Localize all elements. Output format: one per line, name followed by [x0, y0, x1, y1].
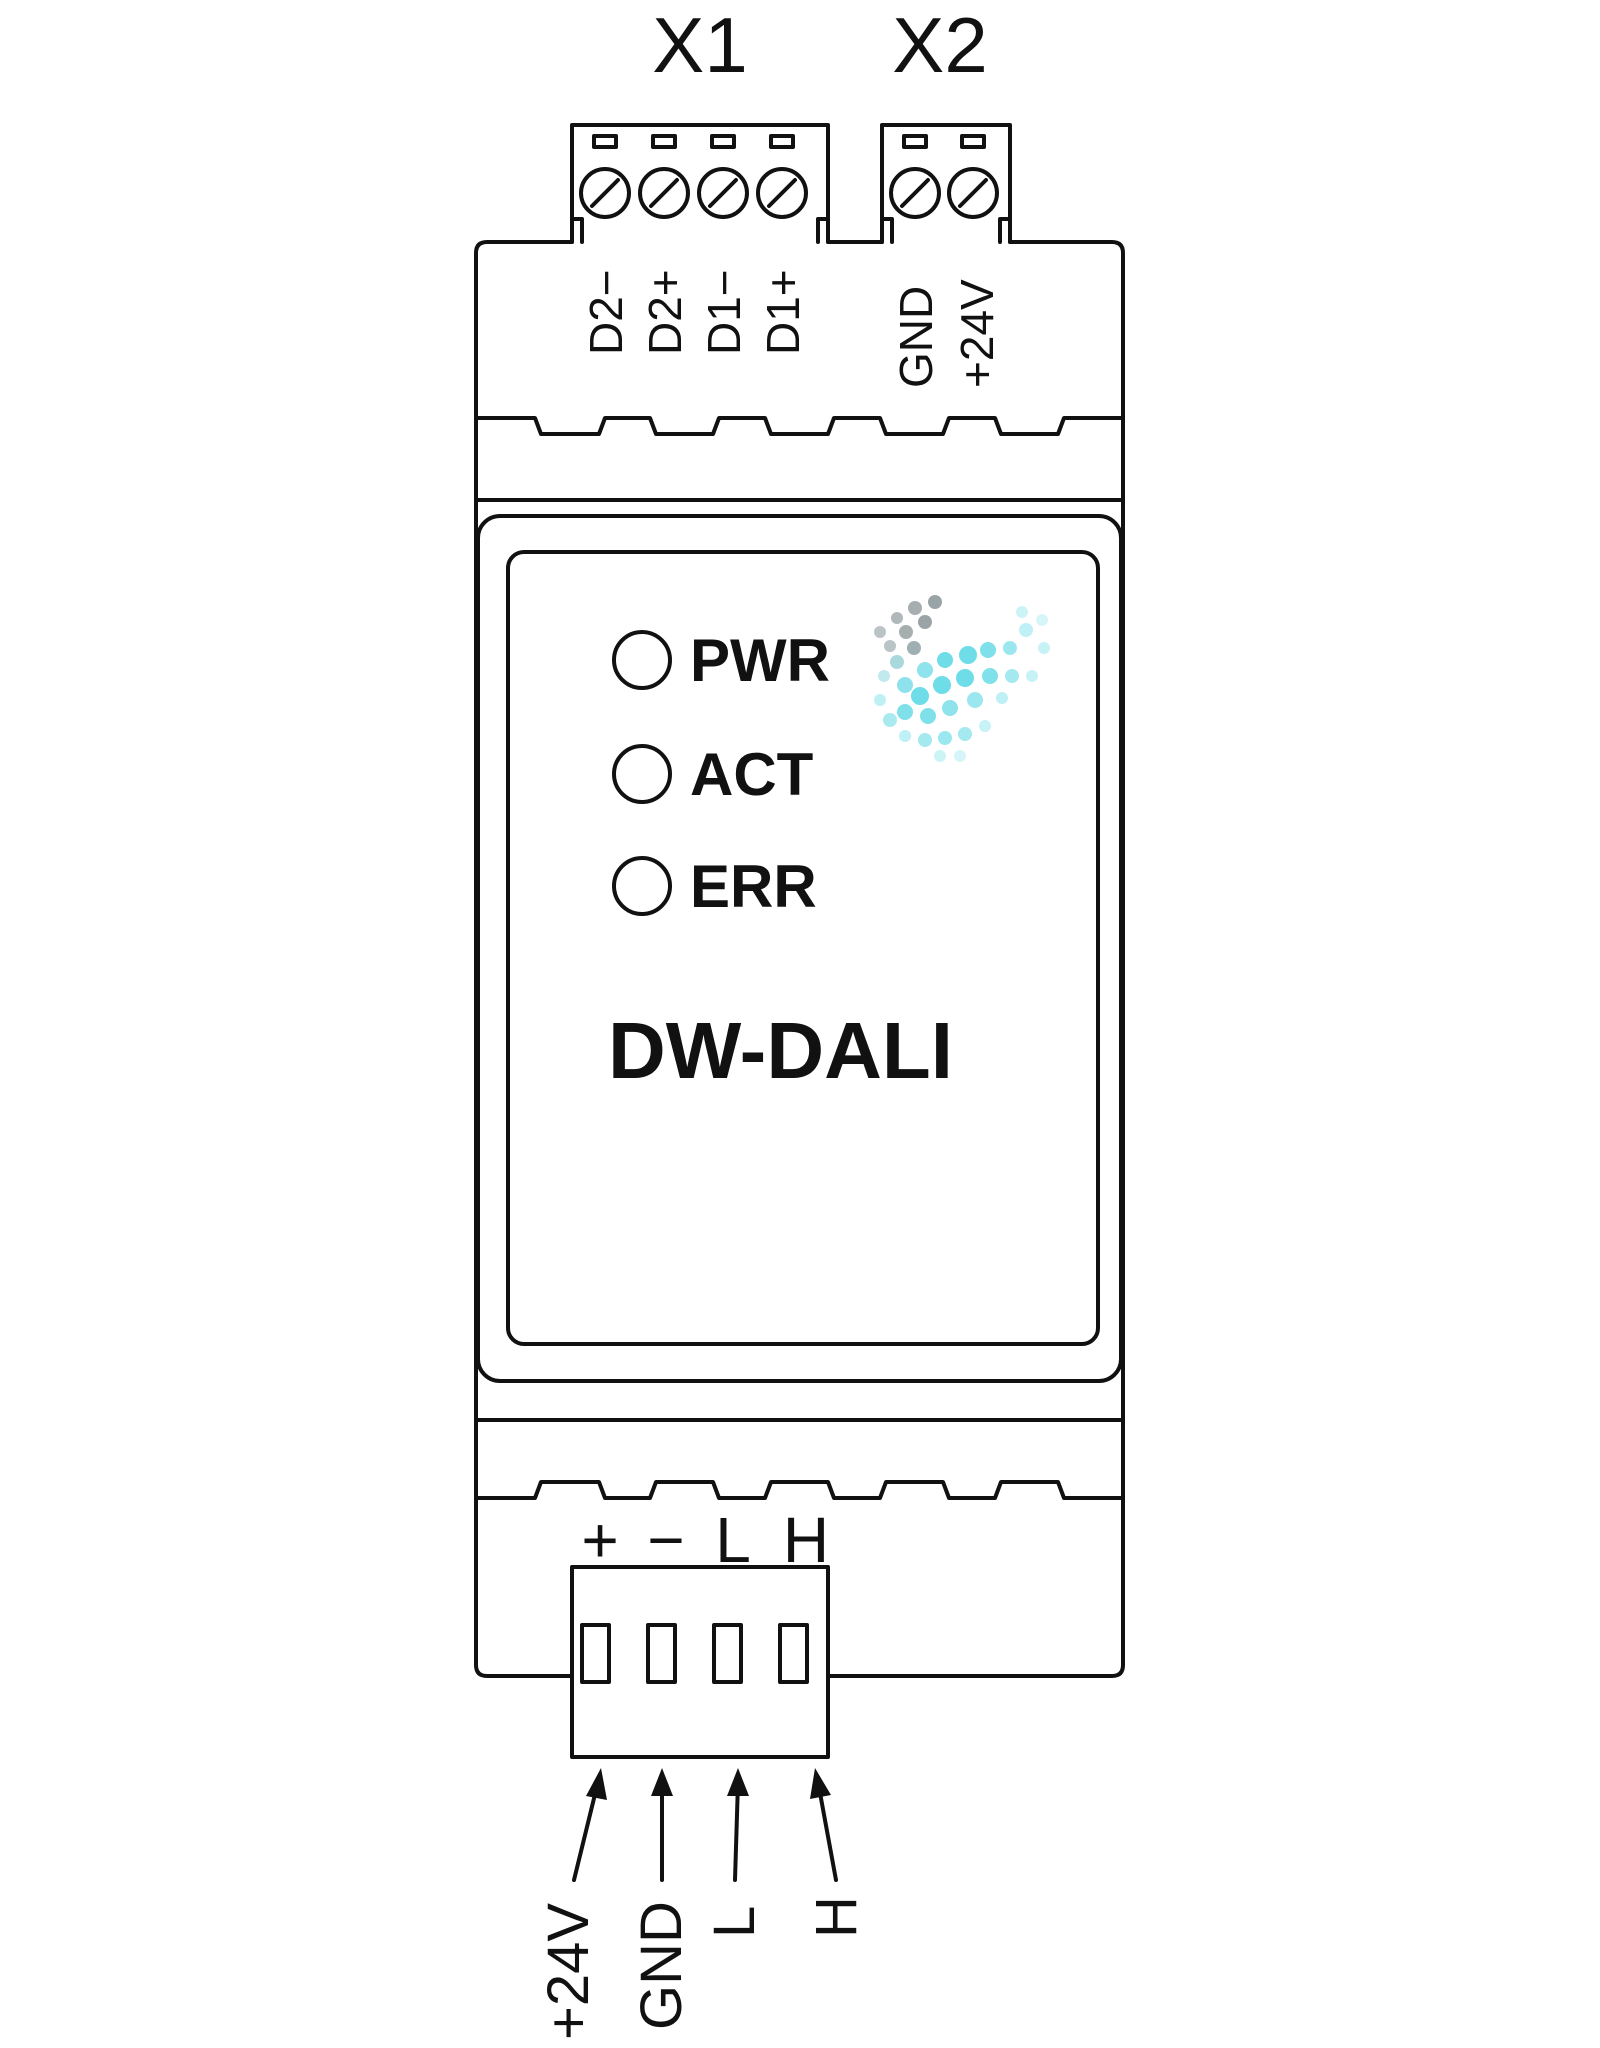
front-label-panel — [506, 550, 1100, 1346]
led-pwr-label: PWR — [690, 627, 830, 694]
x1-screw-heads — [579, 167, 808, 219]
bottom-connector-labels: + − L H — [581, 1504, 829, 1576]
arrow-label-h: H — [804, 1896, 869, 1938]
dotted-sphere-logo — [874, 595, 1050, 762]
bottom-connector-plug — [570, 1565, 830, 1759]
plug-socket-3 — [712, 1623, 743, 1684]
bottom-pin-label-h: H — [783, 1504, 829, 1576]
led-err: ERR — [612, 853, 817, 920]
arrow-label-l: L — [702, 1906, 767, 1938]
arrow-gnd — [651, 1768, 673, 1882]
led-pwr: PWR — [612, 627, 830, 694]
arrow-h — [810, 1768, 838, 1882]
pin-label-d2-plus: D2+ — [639, 269, 691, 355]
upper-vent-ridge — [474, 416, 1125, 436]
led-err-indicator — [612, 856, 672, 916]
model-name: DW-DALI — [608, 1006, 953, 1095]
connector-x1-title: X1 — [652, 1, 747, 89]
pin-label-d1-minus: D1− — [698, 269, 750, 355]
pin-label-gnd: GND — [890, 286, 942, 388]
led-act-indicator — [612, 744, 672, 804]
front-cover — [476, 514, 1123, 1383]
connector-x1-terminal-block — [570, 123, 830, 244]
arrow-plus-24v — [572, 1768, 607, 1882]
connector-x2-terminal-block — [880, 123, 1012, 244]
x2-pin-labels: GND +24V — [890, 279, 1003, 388]
arrow-label-gnd: GND — [629, 1901, 694, 2030]
pin-label-plus-24v: +24V — [951, 279, 1003, 388]
led-pwr-indicator — [612, 630, 672, 690]
pin-label-d2-minus: D2− — [580, 269, 632, 355]
plug-socket-4 — [778, 1623, 809, 1684]
arrow-label-plus-24v: +24V — [536, 1903, 601, 2040]
led-act: ACT — [612, 741, 813, 808]
lower-vent-ridge — [474, 1480, 1125, 1500]
bottom-pin-label-l: L — [715, 1504, 751, 1576]
plug-socket-1 — [580, 1623, 611, 1684]
led-act-label: ACT — [690, 741, 813, 808]
module-housing — [474, 240, 1125, 1678]
x1-pin-labels: D2− D2+ D1− D1+ — [580, 269, 809, 355]
arrow-l — [727, 1768, 749, 1882]
wiring-arrows — [572, 1768, 838, 1882]
plug-socket-2 — [646, 1623, 677, 1684]
x1-screw-slots — [592, 134, 795, 149]
pin-label-d1-plus: D1+ — [757, 269, 809, 355]
connector-x2-title: X2 — [892, 1, 987, 89]
led-err-label: ERR — [690, 853, 817, 920]
bottom-pin-label-plus: + — [581, 1504, 618, 1576]
bottom-arrow-labels: +24V GND L H — [536, 1896, 869, 2040]
bottom-pin-label-minus: − — [647, 1504, 684, 1576]
